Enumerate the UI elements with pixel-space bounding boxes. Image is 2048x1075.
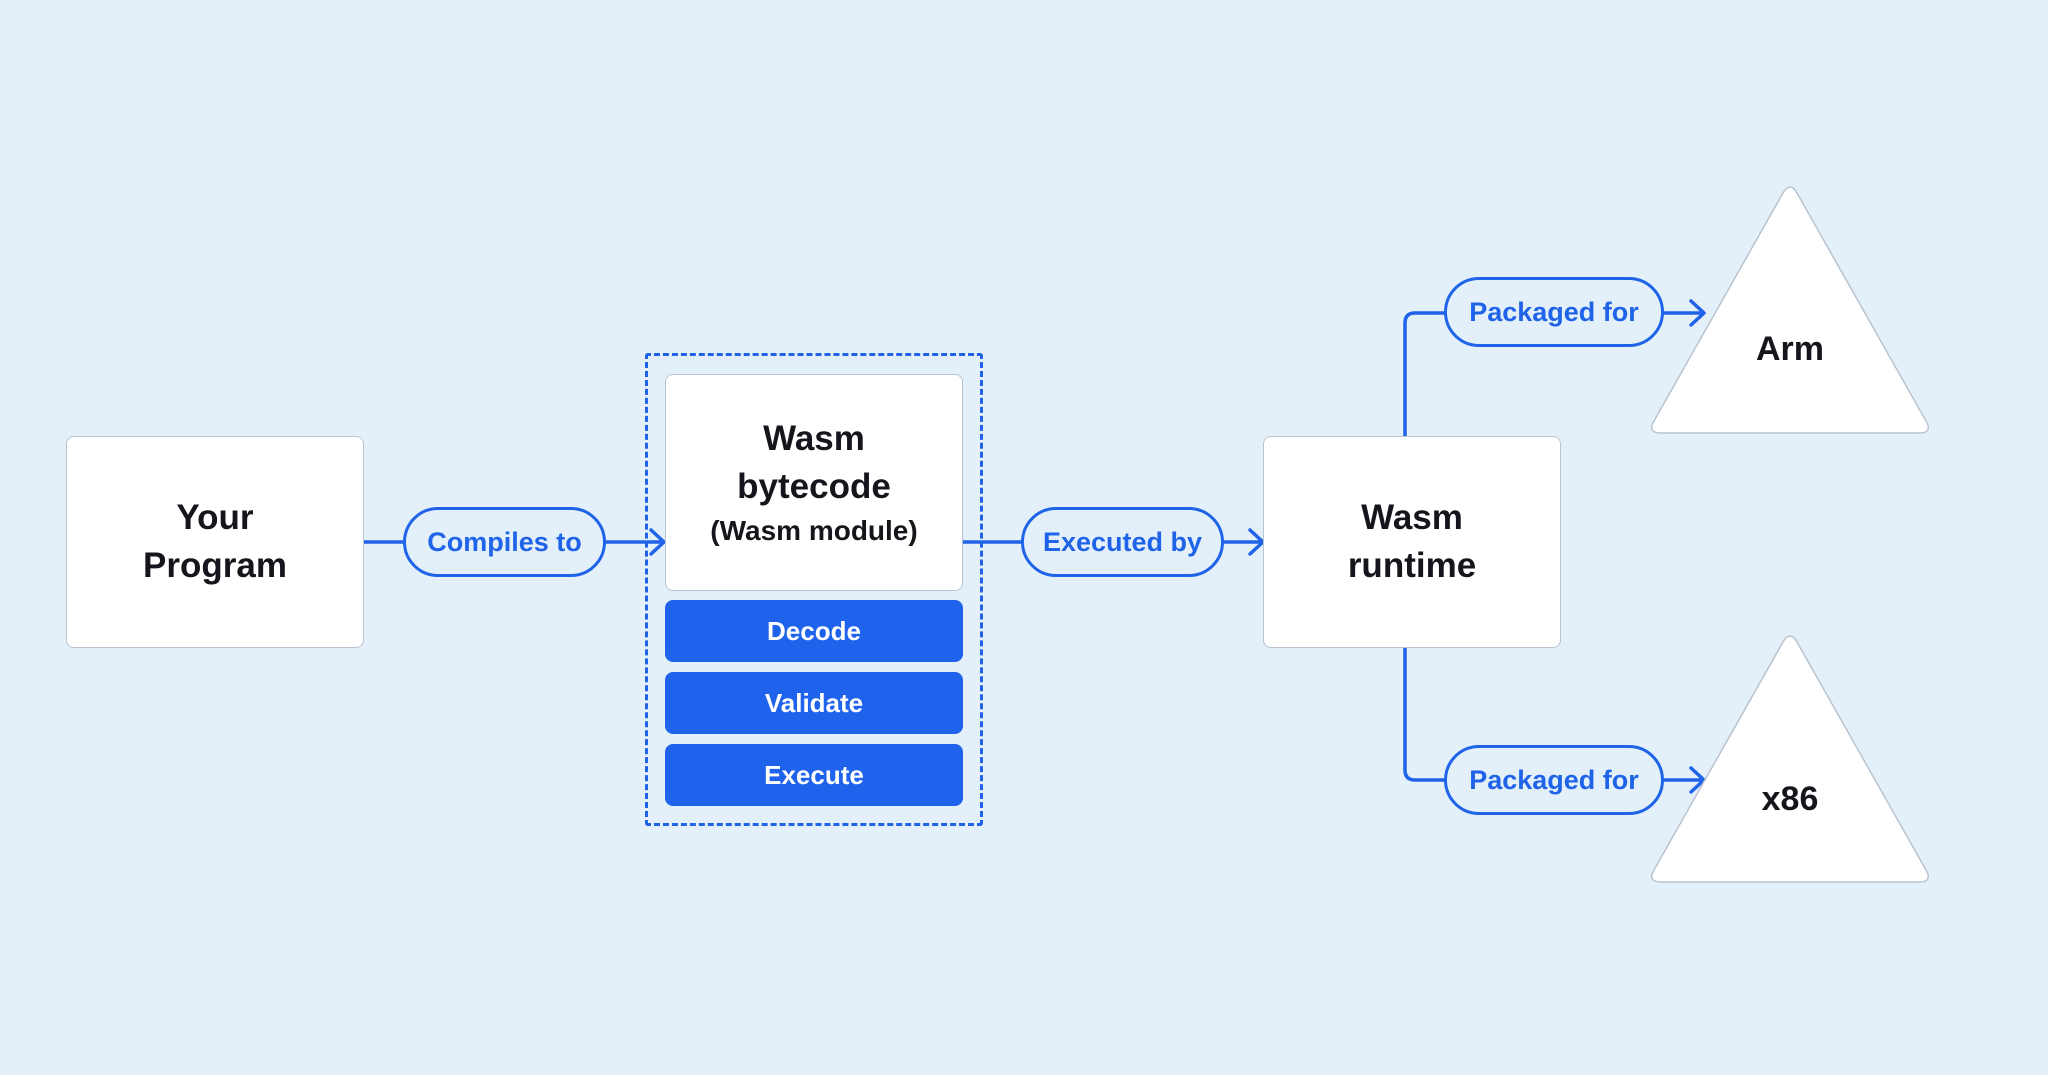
x86-triangle <box>1650 635 1930 883</box>
connector-x86 <box>1403 645 1705 782</box>
your-program-line1: Your <box>176 498 254 537</box>
wasm-bytecode-line3: (Wasm module) <box>710 514 918 546</box>
arm-triangle <box>1650 186 1930 434</box>
step-decode: Decode <box>665 600 963 662</box>
wasm-bytecode-line2: bytecode <box>737 466 891 506</box>
wasm-bytecode-box: Wasm bytecode (Wasm module) <box>665 374 963 591</box>
wasm-runtime-line2: runtime <box>1347 546 1477 585</box>
arrowhead-arm <box>1689 299 1706 327</box>
wasm-runtime-box: Wasm runtime <box>1263 436 1561 648</box>
your-program-box: Your Program <box>66 436 364 648</box>
edge-label-compiles-to: Compiles to <box>403 507 606 577</box>
arrowhead-compiles <box>649 528 666 556</box>
your-program-line2: Program <box>143 546 287 585</box>
wasm-module-group <box>645 353 983 826</box>
step-validate: Validate <box>665 672 963 734</box>
edge-label-packaged-for-arm: Packaged for <box>1444 277 1664 347</box>
edge-label-executed-by: Executed by <box>1021 507 1224 577</box>
connector-arm <box>1403 311 1705 438</box>
step-execute: Execute <box>665 744 963 806</box>
arm-label: Arm <box>1755 330 1825 368</box>
wasm-runtime-line1: Wasm <box>1361 498 1463 537</box>
arrowhead-x86 <box>1689 766 1706 794</box>
wasm-bytecode-line1: Wasm <box>763 418 865 458</box>
edge-label-packaged-for-x86: Packaged for <box>1444 745 1664 815</box>
x86-label: x86 <box>1761 780 1819 818</box>
